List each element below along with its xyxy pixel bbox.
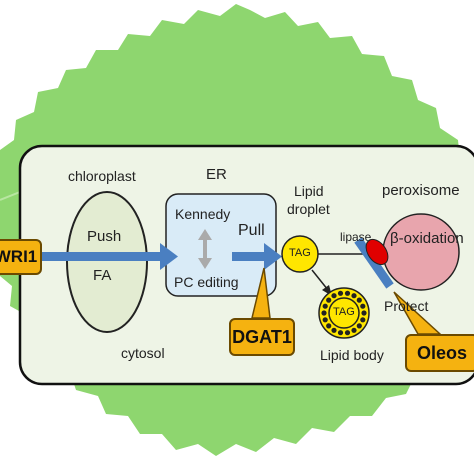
kennedy-label: Kennedy: [175, 206, 231, 222]
oleosin-dot: [337, 290, 344, 296]
oleosin-dot: [337, 330, 344, 336]
oleosin-dot: [322, 317, 328, 323]
kennedy-pc-double-arrow: [198, 229, 212, 269]
wri1-callout: WRI1: [0, 239, 42, 275]
lipase-enzyme: [365, 238, 389, 266]
oleosin-dot: [322, 303, 328, 309]
protect-label: Protect: [384, 298, 429, 314]
fa-label: FA: [93, 267, 112, 284]
oleosin-dot: [361, 310, 367, 316]
cytosol-label: cytosol: [121, 345, 165, 361]
dgat1-callout: DGAT1: [229, 318, 295, 356]
oleosin-dot: [331, 327, 337, 333]
oleosin-dot: [360, 303, 366, 309]
pull-arrow: [232, 243, 282, 270]
lipid-body-label: Lipid body: [320, 347, 384, 363]
oleosin-dots: [321, 290, 367, 336]
oleosin-dot: [344, 330, 351, 336]
lipase-label: lipase: [340, 230, 372, 244]
push-label: Push: [87, 228, 122, 245]
lipid-droplet-label-2: droplet: [287, 201, 330, 217]
tag-droplet-label: TAG: [289, 247, 311, 259]
lipid-droplet-label-1: Lipid: [294, 183, 324, 199]
oleosin-dot: [351, 293, 357, 299]
pull-label: Pull: [238, 222, 265, 239]
peroxisome-label: peroxisome: [382, 182, 460, 199]
tag-body-label: TAG: [333, 306, 355, 318]
oleosin-dot: [326, 323, 332, 329]
oleosin-dot: [321, 310, 327, 316]
peroxisome-shape: [382, 213, 460, 291]
chloroplast-label: chloroplast: [68, 168, 136, 184]
lipase-blocker-bar: [354, 237, 394, 289]
er-label: ER: [206, 166, 227, 183]
chloroplast-shape: [66, 191, 148, 333]
oleosin-dot: [360, 317, 366, 323]
oleosin-dot: [331, 293, 337, 299]
oleosin-dot: [344, 290, 351, 296]
oleosin-dot: [326, 297, 332, 303]
pc-editing-label: PC editing: [174, 274, 239, 290]
push-arrow: [42, 243, 178, 270]
beta-oxidation-label: β-oxidation: [390, 230, 464, 247]
oleosin-dot: [351, 327, 357, 333]
oleosin-dot: [356, 297, 362, 303]
oleos-callout: Oleos: [405, 334, 474, 372]
oleosin-dot: [356, 323, 362, 329]
lipid-body-core: [328, 297, 360, 329]
er-shape: [165, 193, 277, 297]
